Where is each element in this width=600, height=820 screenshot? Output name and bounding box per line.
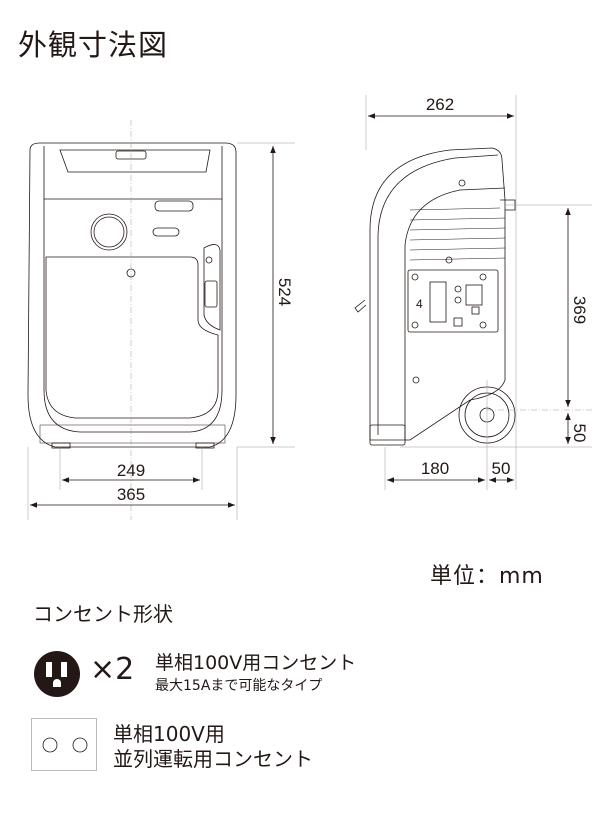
outlet-2-description: 単相100V用 (113, 722, 225, 746)
unit-label: 単位：mm (430, 564, 544, 589)
front-height-label: 524 (275, 278, 294, 306)
outlet-quantity: ×2 (90, 652, 135, 687)
outlet-1-description: 単相100V用コンセント (155, 652, 357, 674)
outlet-1-note: 最大15Aまで可能なタイプ (155, 678, 323, 694)
side-view: 4 (354, 147, 516, 446)
front-dimension-lines (27, 120, 295, 520)
household-outlet-icon (34, 651, 80, 697)
svg-text:4: 4 (416, 297, 423, 311)
dimension-drawing: 524 249 365 4 (27, 95, 592, 520)
outlet-section-heading: コンセント形状 (33, 602, 173, 626)
parallel-outlet-icon (31, 718, 97, 771)
front-view (27, 142, 237, 449)
side-depth-label: 262 (426, 95, 454, 114)
side-foot-to-axle-label: 180 (421, 459, 449, 478)
side-axle-to-top-label: 369 (570, 296, 589, 324)
side-dimension-lines (365, 95, 592, 490)
side-axle-to-rear-label: 50 (492, 459, 511, 478)
front-width-label: 365 (117, 485, 145, 504)
page-title: 外観寸法図 (18, 28, 169, 62)
outlet-2-note: 並列運転用コンセント (113, 747, 313, 771)
front-foot-span-label: 249 (117, 461, 145, 480)
side-axle-height-label: 50 (570, 424, 589, 443)
